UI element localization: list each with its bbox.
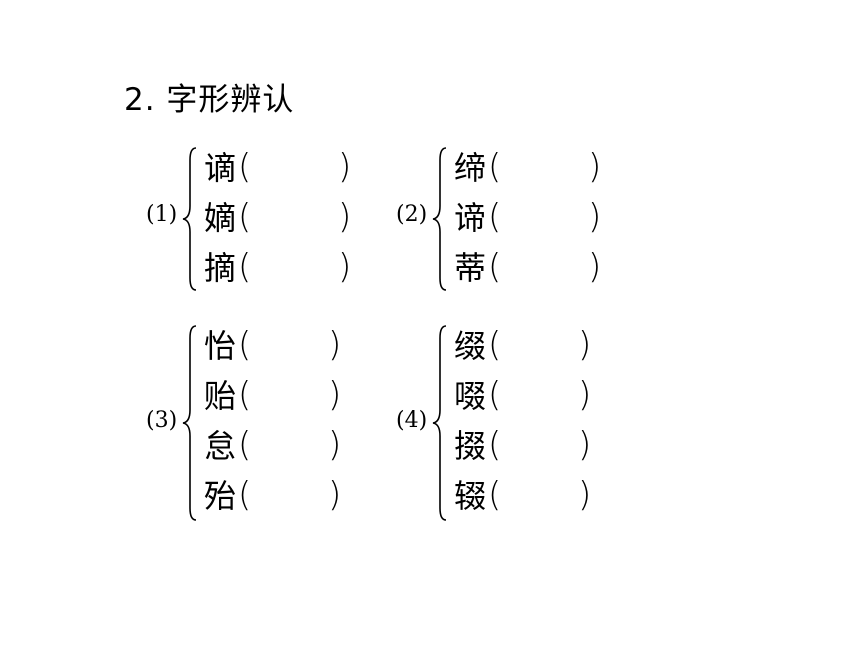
group-number: (2) <box>396 202 428 227</box>
right-paren: ) <box>578 475 592 515</box>
left-paren: ( <box>238 147 252 187</box>
right-paren: ) <box>328 475 342 515</box>
target-character: 谛 <box>454 199 487 237</box>
target-character: 殆 <box>204 477 237 515</box>
group-number: (3) <box>146 408 178 433</box>
left-paren: ( <box>488 325 502 365</box>
right-paren: ) <box>588 247 602 287</box>
right-paren: ) <box>338 147 352 187</box>
right-paren: ) <box>588 147 602 187</box>
target-character: 啜 <box>454 377 487 415</box>
left-paren: ( <box>488 475 502 515</box>
target-character: 嫡 <box>204 199 237 237</box>
target-character: 贻 <box>204 377 237 415</box>
right-paren: ) <box>578 425 592 465</box>
target-character: 缔 <box>454 149 487 187</box>
left-paren: ( <box>488 375 502 415</box>
target-character: 缀 <box>454 327 487 365</box>
left-brace <box>432 147 447 291</box>
target-character: 掇 <box>454 427 487 465</box>
target-character: 谪 <box>204 149 237 187</box>
group-number: (4) <box>396 408 428 433</box>
right-paren: ) <box>578 375 592 415</box>
right-paren: ) <box>578 325 592 365</box>
left-paren: ( <box>238 247 252 287</box>
left-paren: ( <box>488 197 502 237</box>
left-paren: ( <box>488 247 502 287</box>
target-character: 蒂 <box>454 249 487 287</box>
left-paren: ( <box>238 375 252 415</box>
left-brace <box>182 147 197 291</box>
left-paren: ( <box>238 197 252 237</box>
right-paren: ) <box>328 425 342 465</box>
target-character: 摘 <box>204 249 237 287</box>
page-title: 2. 字形辨认 <box>124 82 295 118</box>
right-paren: ) <box>338 197 352 237</box>
left-paren: ( <box>238 325 252 365</box>
left-brace <box>432 325 447 521</box>
left-paren: ( <box>238 475 252 515</box>
right-paren: ) <box>328 325 342 365</box>
left-paren: ( <box>238 425 252 465</box>
target-character: 辍 <box>454 477 487 515</box>
right-paren: ) <box>328 375 342 415</box>
left-paren: ( <box>488 147 502 187</box>
right-paren: ) <box>338 247 352 287</box>
target-character: 怠 <box>204 427 237 465</box>
left-brace <box>182 325 197 521</box>
right-paren: ) <box>588 197 602 237</box>
group-number: (1) <box>146 202 178 227</box>
target-character: 怡 <box>204 327 237 365</box>
left-paren: ( <box>488 425 502 465</box>
